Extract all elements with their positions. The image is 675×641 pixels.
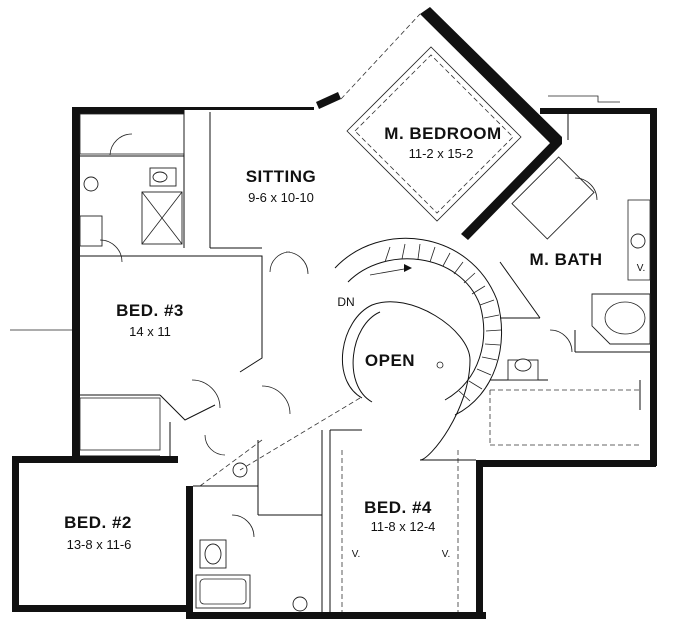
sitting-name: SITTING bbox=[246, 167, 317, 186]
vanity-label-bath: V. bbox=[637, 263, 646, 274]
bed2-dims: 13-8 x 11-6 bbox=[67, 537, 132, 552]
master-bath-name: M. BATH bbox=[529, 250, 602, 269]
master-bedroom-name: M. BEDROOM bbox=[384, 124, 501, 143]
vanity-label-right: V. bbox=[442, 549, 451, 560]
exterior-walls bbox=[12, 7, 657, 619]
bed4-dims: 11-8 x 12-4 bbox=[371, 519, 436, 534]
bed2-name: BED. #2 bbox=[64, 513, 132, 532]
bed4-name: BED. #4 bbox=[364, 498, 432, 517]
bed3-name: BED. #3 bbox=[116, 301, 184, 320]
stair-down-label: DN bbox=[337, 295, 354, 309]
room-labels: M. BEDROOM 11-2 x 15-2 SITTING 9-6 x 10-… bbox=[64, 124, 645, 560]
bed3-dims: 14 x 11 bbox=[129, 324, 171, 339]
open-name: OPEN bbox=[365, 351, 415, 370]
sitting-dims: 9-6 x 10-10 bbox=[248, 190, 314, 205]
master-bedroom-dims: 11-2 x 15-2 bbox=[409, 146, 474, 161]
vanity-label-left: V. bbox=[352, 549, 361, 560]
interior-walls bbox=[10, 13, 651, 612]
stair-treads bbox=[384, 243, 502, 402]
